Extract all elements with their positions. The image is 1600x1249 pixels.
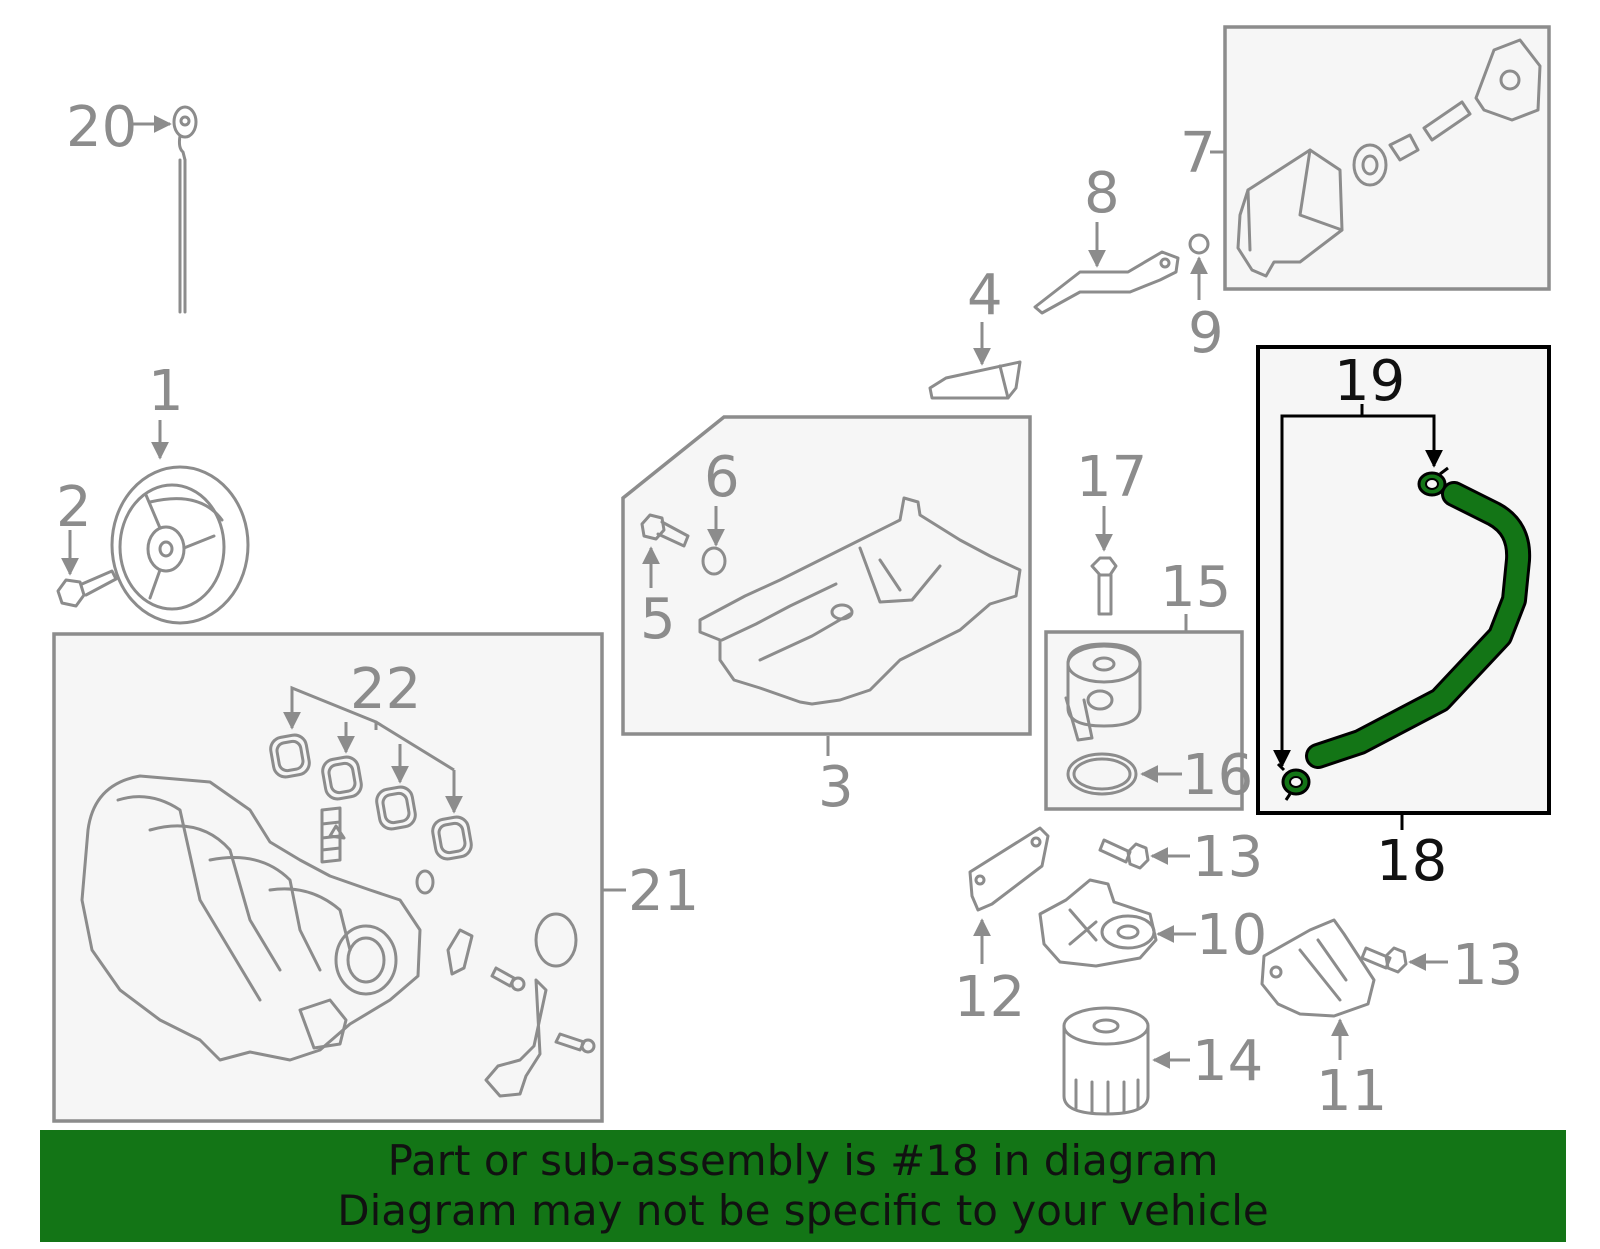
box-21-intake-manifold — [52, 632, 604, 1123]
label-8: 8 — [1084, 161, 1120, 226]
box-18-hose-assembly — [1256, 345, 1551, 815]
label-15: 15 — [1160, 555, 1231, 620]
bolt-part-13-upper — [1098, 838, 1150, 870]
vacuum-pump-part-7 — [1236, 38, 1542, 278]
label-10: 10 — [1196, 903, 1267, 968]
label-3: 3 — [818, 755, 854, 820]
leader-19 — [1273, 404, 1443, 768]
bolt-part-17 — [1090, 556, 1118, 616]
label-7: 7 — [1180, 121, 1216, 186]
bolt-part-2 — [56, 569, 118, 608]
oring-part-6 — [701, 546, 727, 576]
gasket-plate-part-12 — [968, 826, 1050, 912]
label-2: 2 — [56, 475, 92, 540]
label-18: 18 — [1376, 829, 1447, 894]
gasket-part-16 — [1066, 752, 1138, 796]
label-5: 5 — [640, 587, 676, 652]
bolt-part-13-lower — [1360, 946, 1408, 974]
oil-cooler-part-15 — [1064, 642, 1142, 742]
clamp-part-19-lower — [1276, 762, 1311, 801]
notice-line-1: Part or sub-assembly is #18 in diagram — [387, 1136, 1219, 1185]
label-14: 14 — [1192, 1029, 1263, 1094]
label-17: 17 — [1076, 445, 1147, 510]
bolt-part-5 — [640, 513, 690, 548]
label-16: 16 — [1182, 743, 1253, 808]
crank-pulley-part-1 — [110, 465, 250, 625]
label-19: 19 — [1334, 349, 1405, 414]
filter-housing-part-10 — [1038, 878, 1158, 968]
label-9: 9 — [1188, 301, 1224, 366]
label-22: 22 — [350, 657, 421, 722]
label-4: 4 — [967, 263, 1003, 328]
bracket-part-8 — [1033, 250, 1180, 315]
label-1: 1 — [148, 359, 184, 424]
box-7-vacuum-pump — [1223, 25, 1551, 291]
bracket-part-11 — [1260, 918, 1376, 1018]
oring-part-9 — [1188, 233, 1210, 255]
label-21: 21 — [628, 859, 699, 924]
oil-pan-part-3 — [698, 496, 1022, 706]
intake-manifold-part-21 — [80, 733, 596, 1098]
oil-filter-part-14 — [1062, 1006, 1150, 1116]
label-12: 12 — [954, 965, 1025, 1030]
box-3-oil-pan — [621, 415, 1032, 736]
label-13-lower: 13 — [1452, 933, 1523, 998]
notice-line-2: Diagram may not be specific to your vehi… — [337, 1186, 1269, 1235]
label-11: 11 — [1316, 1059, 1387, 1124]
leader-22 — [283, 685, 463, 814]
notice-banner: Part or sub-assembly is #18 in diagram D… — [40, 1130, 1566, 1242]
label-13-upper: 13 — [1192, 825, 1263, 890]
baffle-part-4 — [928, 360, 1022, 400]
dipstick-part-20 — [172, 105, 198, 314]
label-20: 20 — [66, 95, 137, 160]
label-6: 6 — [704, 445, 740, 510]
hose-assembly-part-18 — [1276, 466, 1532, 801]
clamp-part-19-upper — [1417, 466, 1449, 497]
